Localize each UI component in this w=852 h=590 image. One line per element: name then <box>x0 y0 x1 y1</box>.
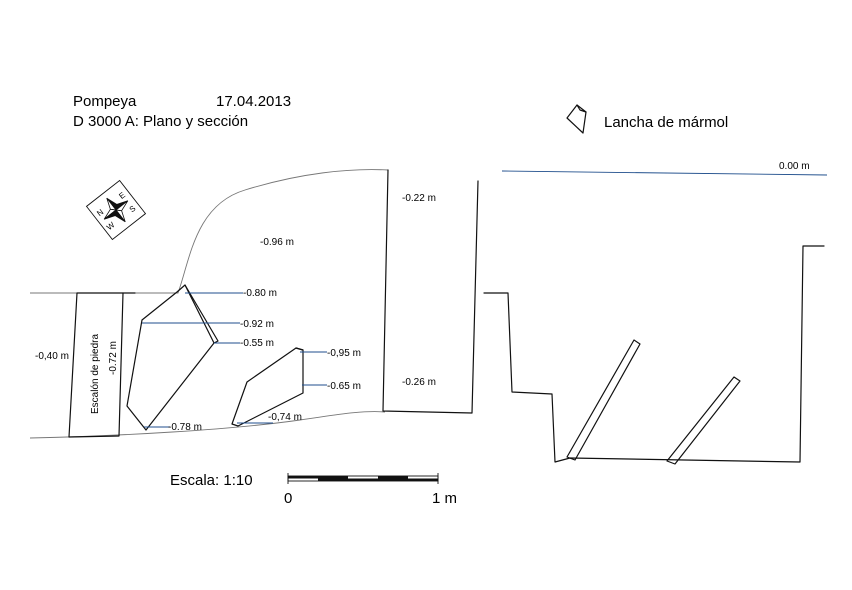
marble-slab-section <box>666 376 741 465</box>
plan-view: -0.22 m -0.96 m -0.80 m -0.92 m -0.55 m … <box>29 169 479 439</box>
compass-south-label: S <box>128 204 138 214</box>
legend: Lancha de mármol <box>566 104 728 134</box>
large-slab <box>126 284 215 431</box>
scale-label: Escala: 1:10 <box>170 472 253 489</box>
scale-start: 0 <box>284 490 292 507</box>
survey-date: 17.04.2013 <box>216 93 291 110</box>
compass-east-label: E <box>117 190 127 200</box>
level-label: -0.65 m <box>327 381 361 392</box>
datum-line <box>501 170 828 176</box>
section-profile <box>483 245 825 463</box>
level-label: -0,74 m <box>268 412 302 423</box>
level-label: -0.96 m <box>260 237 294 248</box>
legend-label: Lancha de mármol <box>604 114 728 131</box>
scale-end: 1 m <box>432 490 457 507</box>
site-name: Pompeya <box>73 93 137 110</box>
level-label: -0.26 m <box>402 377 436 388</box>
stone-step-label: Escalón de piedra <box>90 334 101 414</box>
level-label: -0,40 m <box>35 351 69 362</box>
level-label: -0,95 m <box>327 348 361 359</box>
compass-rose-icon: N E S W <box>85 179 147 241</box>
level-label: -0.80 m <box>243 288 277 299</box>
level-label: -0.92 m <box>240 319 274 330</box>
datum-label: 0.00 m <box>779 161 810 172</box>
marble-slab-section <box>566 339 641 461</box>
marble-slab-icon <box>566 104 587 134</box>
stone-step <box>68 292 124 438</box>
level-label: -0.22 m <box>402 193 436 204</box>
compass-north-label: N <box>95 207 105 218</box>
compass-west-label: W <box>105 220 117 232</box>
title-block: Pompeya 17.04.2013 D 3000 A: Plano y sec… <box>73 93 291 130</box>
section-view: 0.00 m <box>483 161 828 465</box>
level-label: -0.72 m <box>108 341 119 375</box>
scale-bar: Escala: 1:10 0 1 m <box>170 472 457 507</box>
wall-pier <box>382 169 479 414</box>
drawing-subtitle: D 3000 A: Plano y sección <box>73 113 248 130</box>
plan-outline <box>30 169 389 294</box>
level-label: -0.55 m <box>240 338 274 349</box>
level-label: -0.78 m <box>168 422 202 433</box>
